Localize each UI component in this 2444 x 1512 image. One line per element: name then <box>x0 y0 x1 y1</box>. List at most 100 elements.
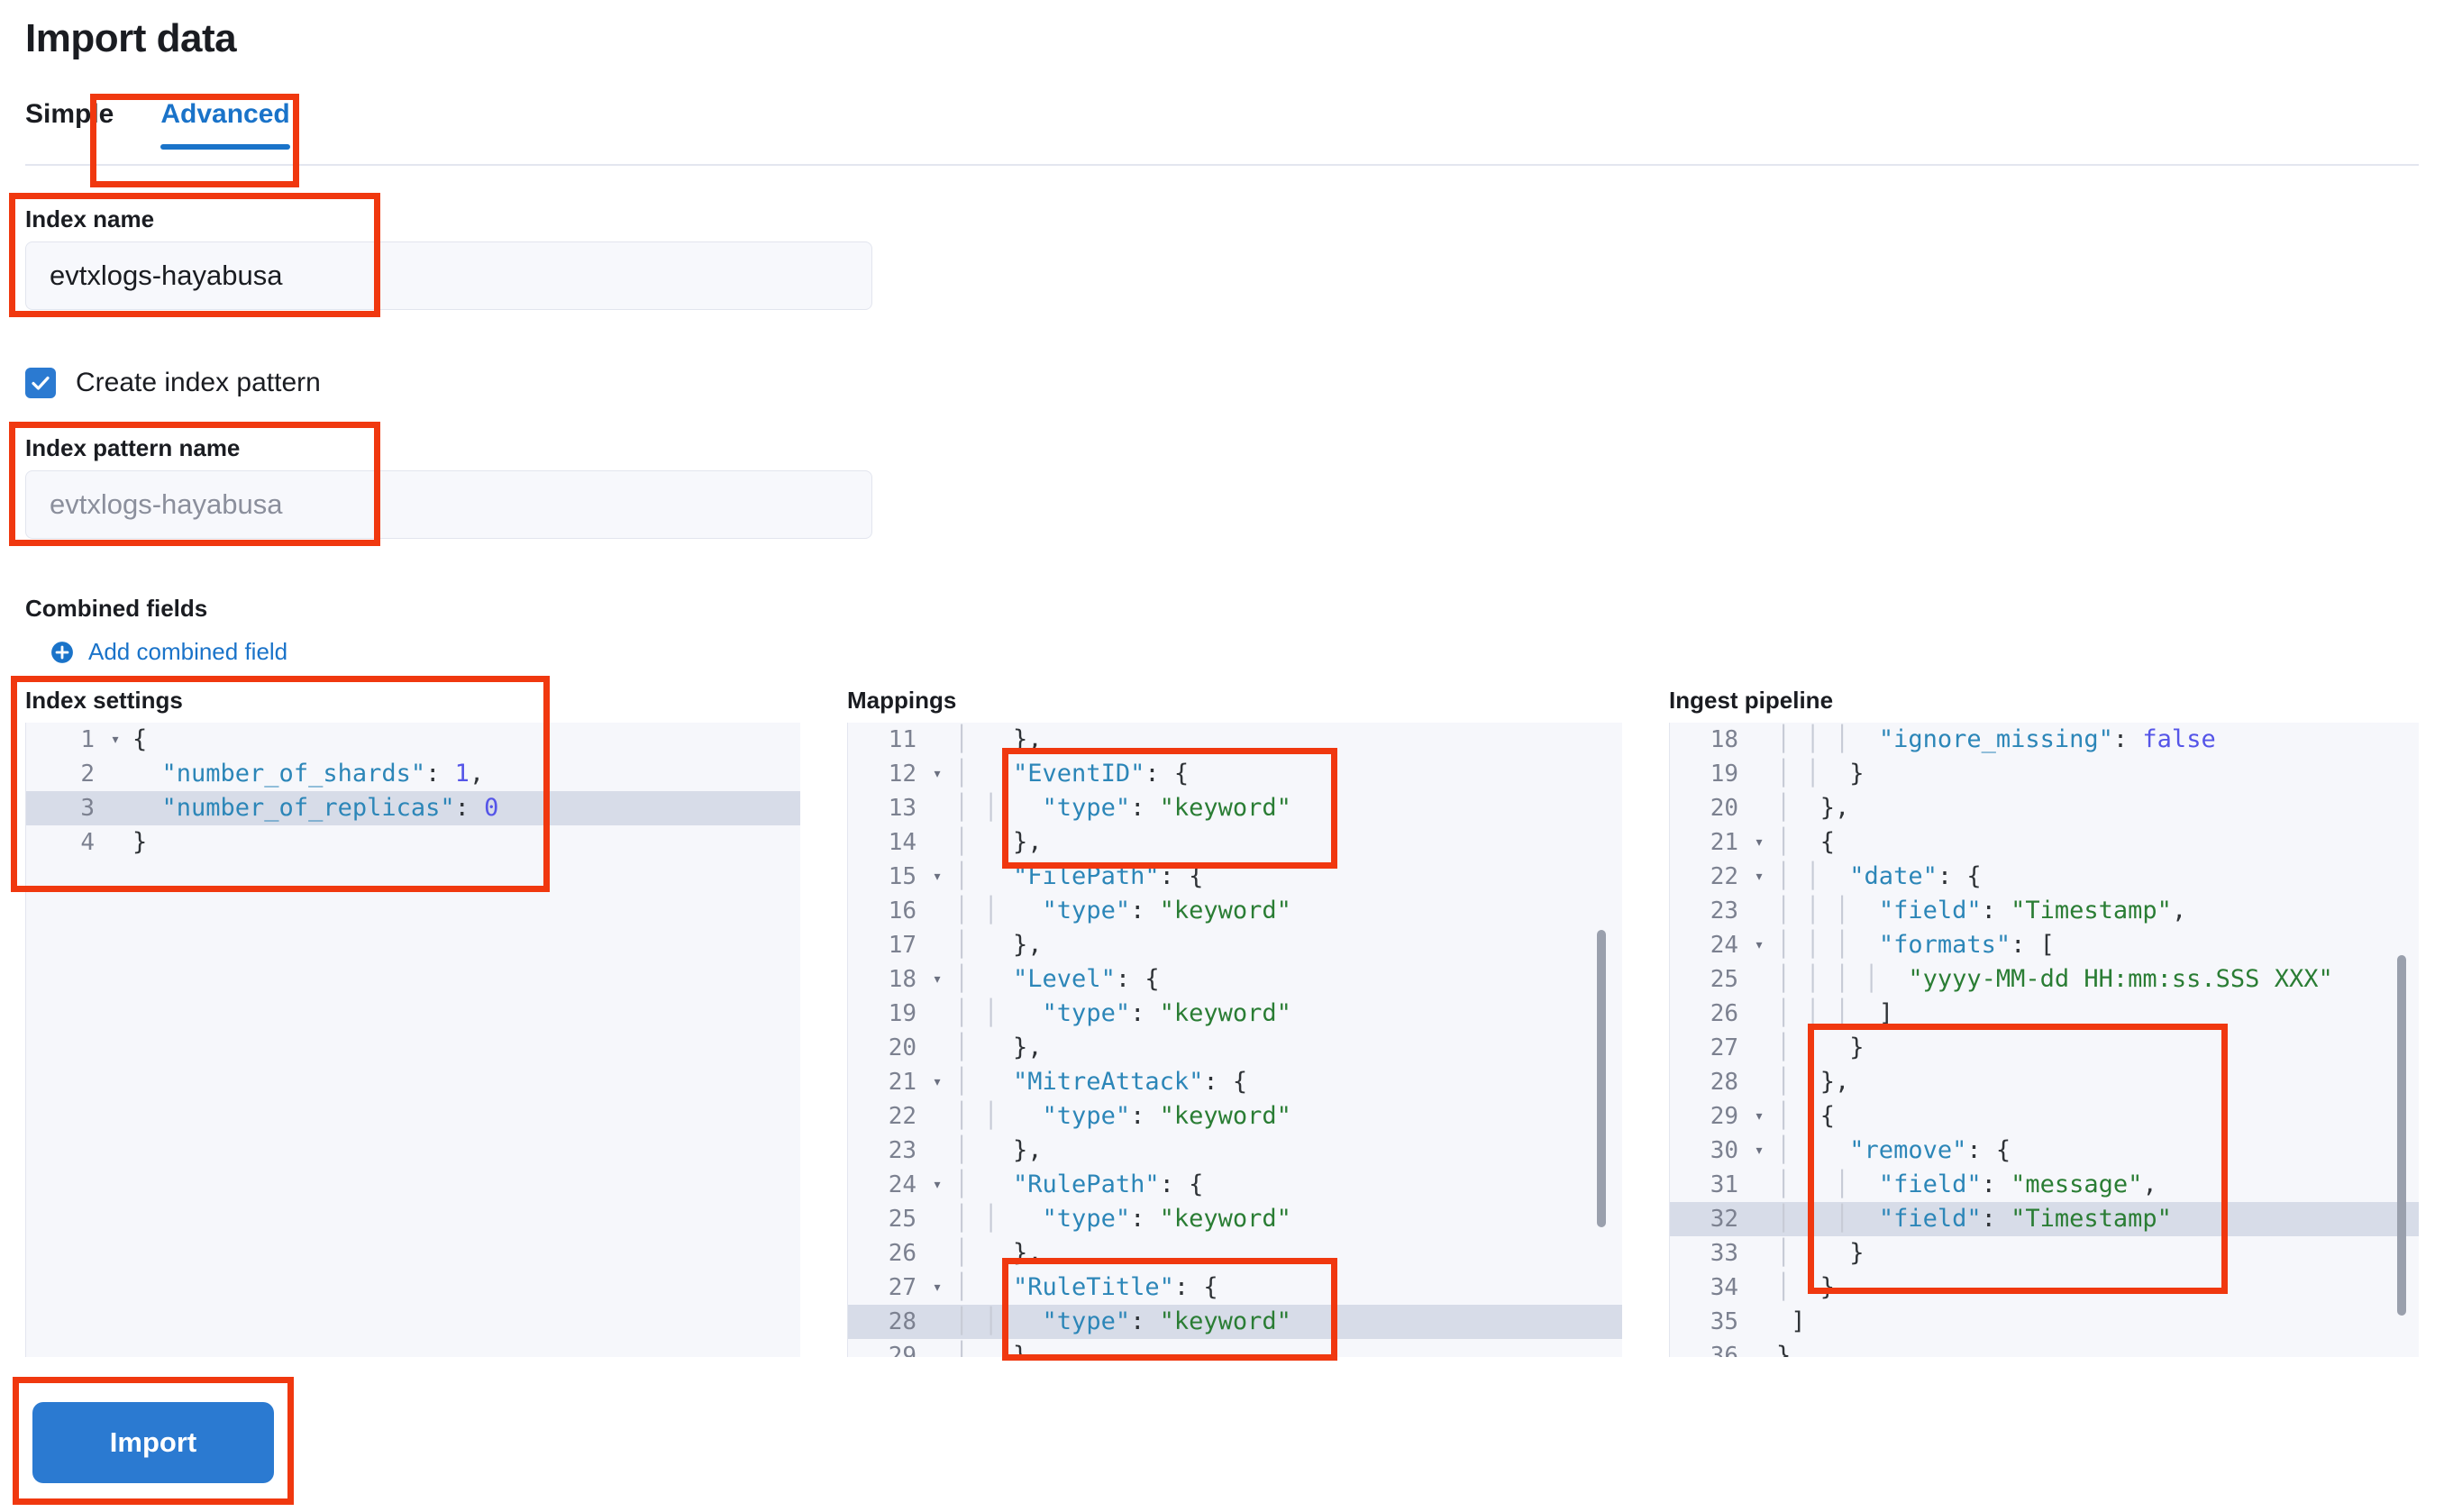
index-name-label: Index name <box>25 205 155 232</box>
code-line[interactable]: 17│ }, <box>848 928 1622 962</box>
line-number: 29 <box>1670 1099 1747 1134</box>
code-line[interactable]: 28│ │ "type": "keyword" <box>848 1305 1622 1339</box>
line-number: 23 <box>1670 894 1747 928</box>
tab-simple[interactable]: Simple <box>25 99 114 129</box>
code-line[interactable]: 31│ │ │ "field": "message", <box>1670 1168 2419 1202</box>
code-line[interactable]: 23│ }, <box>848 1134 1622 1168</box>
code-line[interactable]: 25│ │ "type": "keyword" <box>848 1202 1622 1236</box>
code-line[interactable]: 36} <box>1670 1339 2419 1357</box>
code-line[interactable]: 28│ }, <box>1670 1065 2419 1099</box>
code-line[interactable]: 29 ▾ │ { <box>1670 1099 2419 1134</box>
code-line[interactable]: 3 "number_of_replicas": 0 <box>26 791 800 825</box>
code-line[interactable]: 26│ │ │ ] <box>1670 997 2419 1031</box>
code-line[interactable]: 27│ │ } <box>1670 1031 2419 1065</box>
code-line[interactable]: 23 │ │ │ "field": "Timestamp", <box>1670 894 2419 928</box>
fold-toggle-icon[interactable]: ▾ <box>1754 833 1765 852</box>
code-text: │ │ │ │ "yyyy-MM-dd HH:mm:ss.SSS XXX" <box>1776 965 2333 993</box>
code-line[interactable]: 24▾│ "RulePath": { <box>848 1168 1622 1202</box>
code-line[interactable]: 29│ }, <box>848 1339 1622 1357</box>
code-text: │ "RuleTitle": { <box>954 1273 1218 1301</box>
index-settings-title: Index settings <box>25 687 183 714</box>
code-line[interactable]: 27 ▾ │ "RuleTitle": { <box>848 1271 1622 1305</box>
add-combined-field-button[interactable]: Add combined field <box>50 638 287 666</box>
code-line[interactable]: 21▾│ { <box>1670 825 2419 860</box>
code-line[interactable]: 22▾│ │ "date": { <box>1670 860 2419 894</box>
code-text: │ │ } <box>1776 1034 1865 1061</box>
line-number: 28 <box>1670 1065 1747 1099</box>
line-number: 35 <box>1670 1305 1747 1339</box>
code-text: ] <box>1776 1307 1806 1335</box>
code-text: │ { <box>1776 828 1836 856</box>
fold-toggle-icon[interactable]: ▾ <box>932 1072 943 1091</box>
code-line[interactable]: 18│ │ │ "ignore_missing": false <box>1670 723 2419 757</box>
code-line[interactable]: 33 │ │ } <box>1670 1236 2419 1271</box>
line-number: 29 <box>848 1339 926 1357</box>
fold-toggle-icon[interactable]: ▾ <box>1754 1141 1765 1160</box>
code-line[interactable]: 18▾│ "Level": { <box>848 962 1622 997</box>
code-line[interactable]: 20│ }, <box>1670 791 2419 825</box>
fold-toggle-icon[interactable]: ▾ <box>1754 1107 1765 1125</box>
code-line[interactable]: 34│ } <box>1670 1271 2419 1305</box>
combined-fields-label: Combined fields <box>25 595 208 622</box>
line-number: 13 <box>848 791 926 825</box>
fold-toggle-icon[interactable]: ▾ <box>110 730 121 749</box>
line-number: 27 <box>848 1271 926 1305</box>
code-line[interactable]: 11│ }, <box>848 723 1622 757</box>
tab-advanced[interactable]: Advanced <box>160 99 291 150</box>
code-text: │ │ │ "field": "Timestamp", <box>1776 897 2187 925</box>
code-line[interactable]: 12▾│ "EventID": { <box>848 757 1622 791</box>
code-line[interactable]: 2 "number_of_shards": 1, <box>26 757 800 791</box>
mappings-editor[interactable]: 11│ },12▾│ "EventID": {13│ │ "type": "ke… <box>847 723 1622 1357</box>
line-number: 1 <box>26 723 104 757</box>
code-line[interactable]: 20│ }, <box>848 1031 1622 1065</box>
index-pattern-name-label: Index pattern name <box>25 434 241 461</box>
mappings-scrollbar[interactable] <box>1597 930 1606 1227</box>
create-index-pattern-row[interactable]: Create index pattern <box>25 368 321 398</box>
code-line[interactable]: 24▾│ │ │ "formats": [ <box>1670 928 2419 962</box>
code-text: │ }, <box>954 828 1043 856</box>
code-line[interactable]: 15▾│ "FilePath": { <box>848 860 1622 894</box>
code-line[interactable]: 21▾│ "MitreAttack": { <box>848 1065 1622 1099</box>
line-number: 22 <box>1670 860 1747 894</box>
ingest-pipeline-scrollbar[interactable] <box>2397 955 2406 1316</box>
index-name-input[interactable]: evtxlogs-hayabusa <box>25 241 872 310</box>
import-button[interactable]: Import <box>32 1402 274 1483</box>
fold-toggle-icon[interactable]: ▾ <box>932 970 943 988</box>
code-text: │ { <box>1776 1102 1836 1130</box>
index-pattern-name-input[interactable]: evtxlogs-hayabusa <box>25 470 872 539</box>
plus-circle-icon <box>51 641 73 663</box>
index-settings-editor[interactable]: 1▾{2 "number_of_shards": 1,3 "number_of_… <box>25 723 800 1357</box>
code-line[interactable]: 35 ] <box>1670 1305 2419 1339</box>
code-line[interactable]: 32│ │ │ "field": "Timestamp" <box>1670 1202 2419 1236</box>
code-text: │ }, <box>954 931 1043 959</box>
code-text: │ }, <box>954 1239 1043 1267</box>
fold-toggle-icon[interactable]: ▾ <box>932 867 943 886</box>
code-text: │ "Level": { <box>954 965 1160 993</box>
code-line[interactable]: 30▾│ │ "remove": { <box>1670 1134 2419 1168</box>
code-text: │ │ "type": "keyword" <box>954 897 1291 925</box>
line-number: 19 <box>1670 757 1747 791</box>
fold-toggle-icon[interactable]: ▾ <box>1754 867 1765 886</box>
code-line[interactable]: 4} <box>26 825 800 860</box>
code-text: │ │ } <box>1776 1239 1865 1267</box>
create-index-pattern-checkbox[interactable] <box>25 368 56 398</box>
fold-toggle-icon[interactable]: ▾ <box>932 1278 943 1297</box>
line-number: 3 <box>26 791 104 825</box>
fold-toggle-icon[interactable]: ▾ <box>1754 935 1765 954</box>
code-line[interactable]: 19│ │ } <box>1670 757 2419 791</box>
code-line[interactable]: 19│ │ "type": "keyword" <box>848 997 1622 1031</box>
code-line[interactable]: 14│ }, <box>848 825 1622 860</box>
fold-toggle-icon[interactable]: ▾ <box>932 764 943 783</box>
line-number: 2 <box>26 757 104 791</box>
code-line[interactable]: 26│ }, <box>848 1236 1622 1271</box>
code-line[interactable]: 22│ │ "type": "keyword" <box>848 1099 1622 1134</box>
code-line[interactable]: 25│ │ │ │ "yyyy-MM-dd HH:mm:ss.SSS XXX" <box>1670 962 2419 997</box>
code-line[interactable]: 13│ │ "type": "keyword" <box>848 791 1622 825</box>
add-combined-field-label: Add combined field <box>88 638 288 665</box>
fold-toggle-icon[interactable]: ▾ <box>932 1175 943 1194</box>
line-number: 33 <box>1670 1236 1747 1271</box>
code-line[interactable]: 16│ │ "type": "keyword" <box>848 894 1622 928</box>
code-line[interactable]: 1▾{ <box>26 723 800 757</box>
